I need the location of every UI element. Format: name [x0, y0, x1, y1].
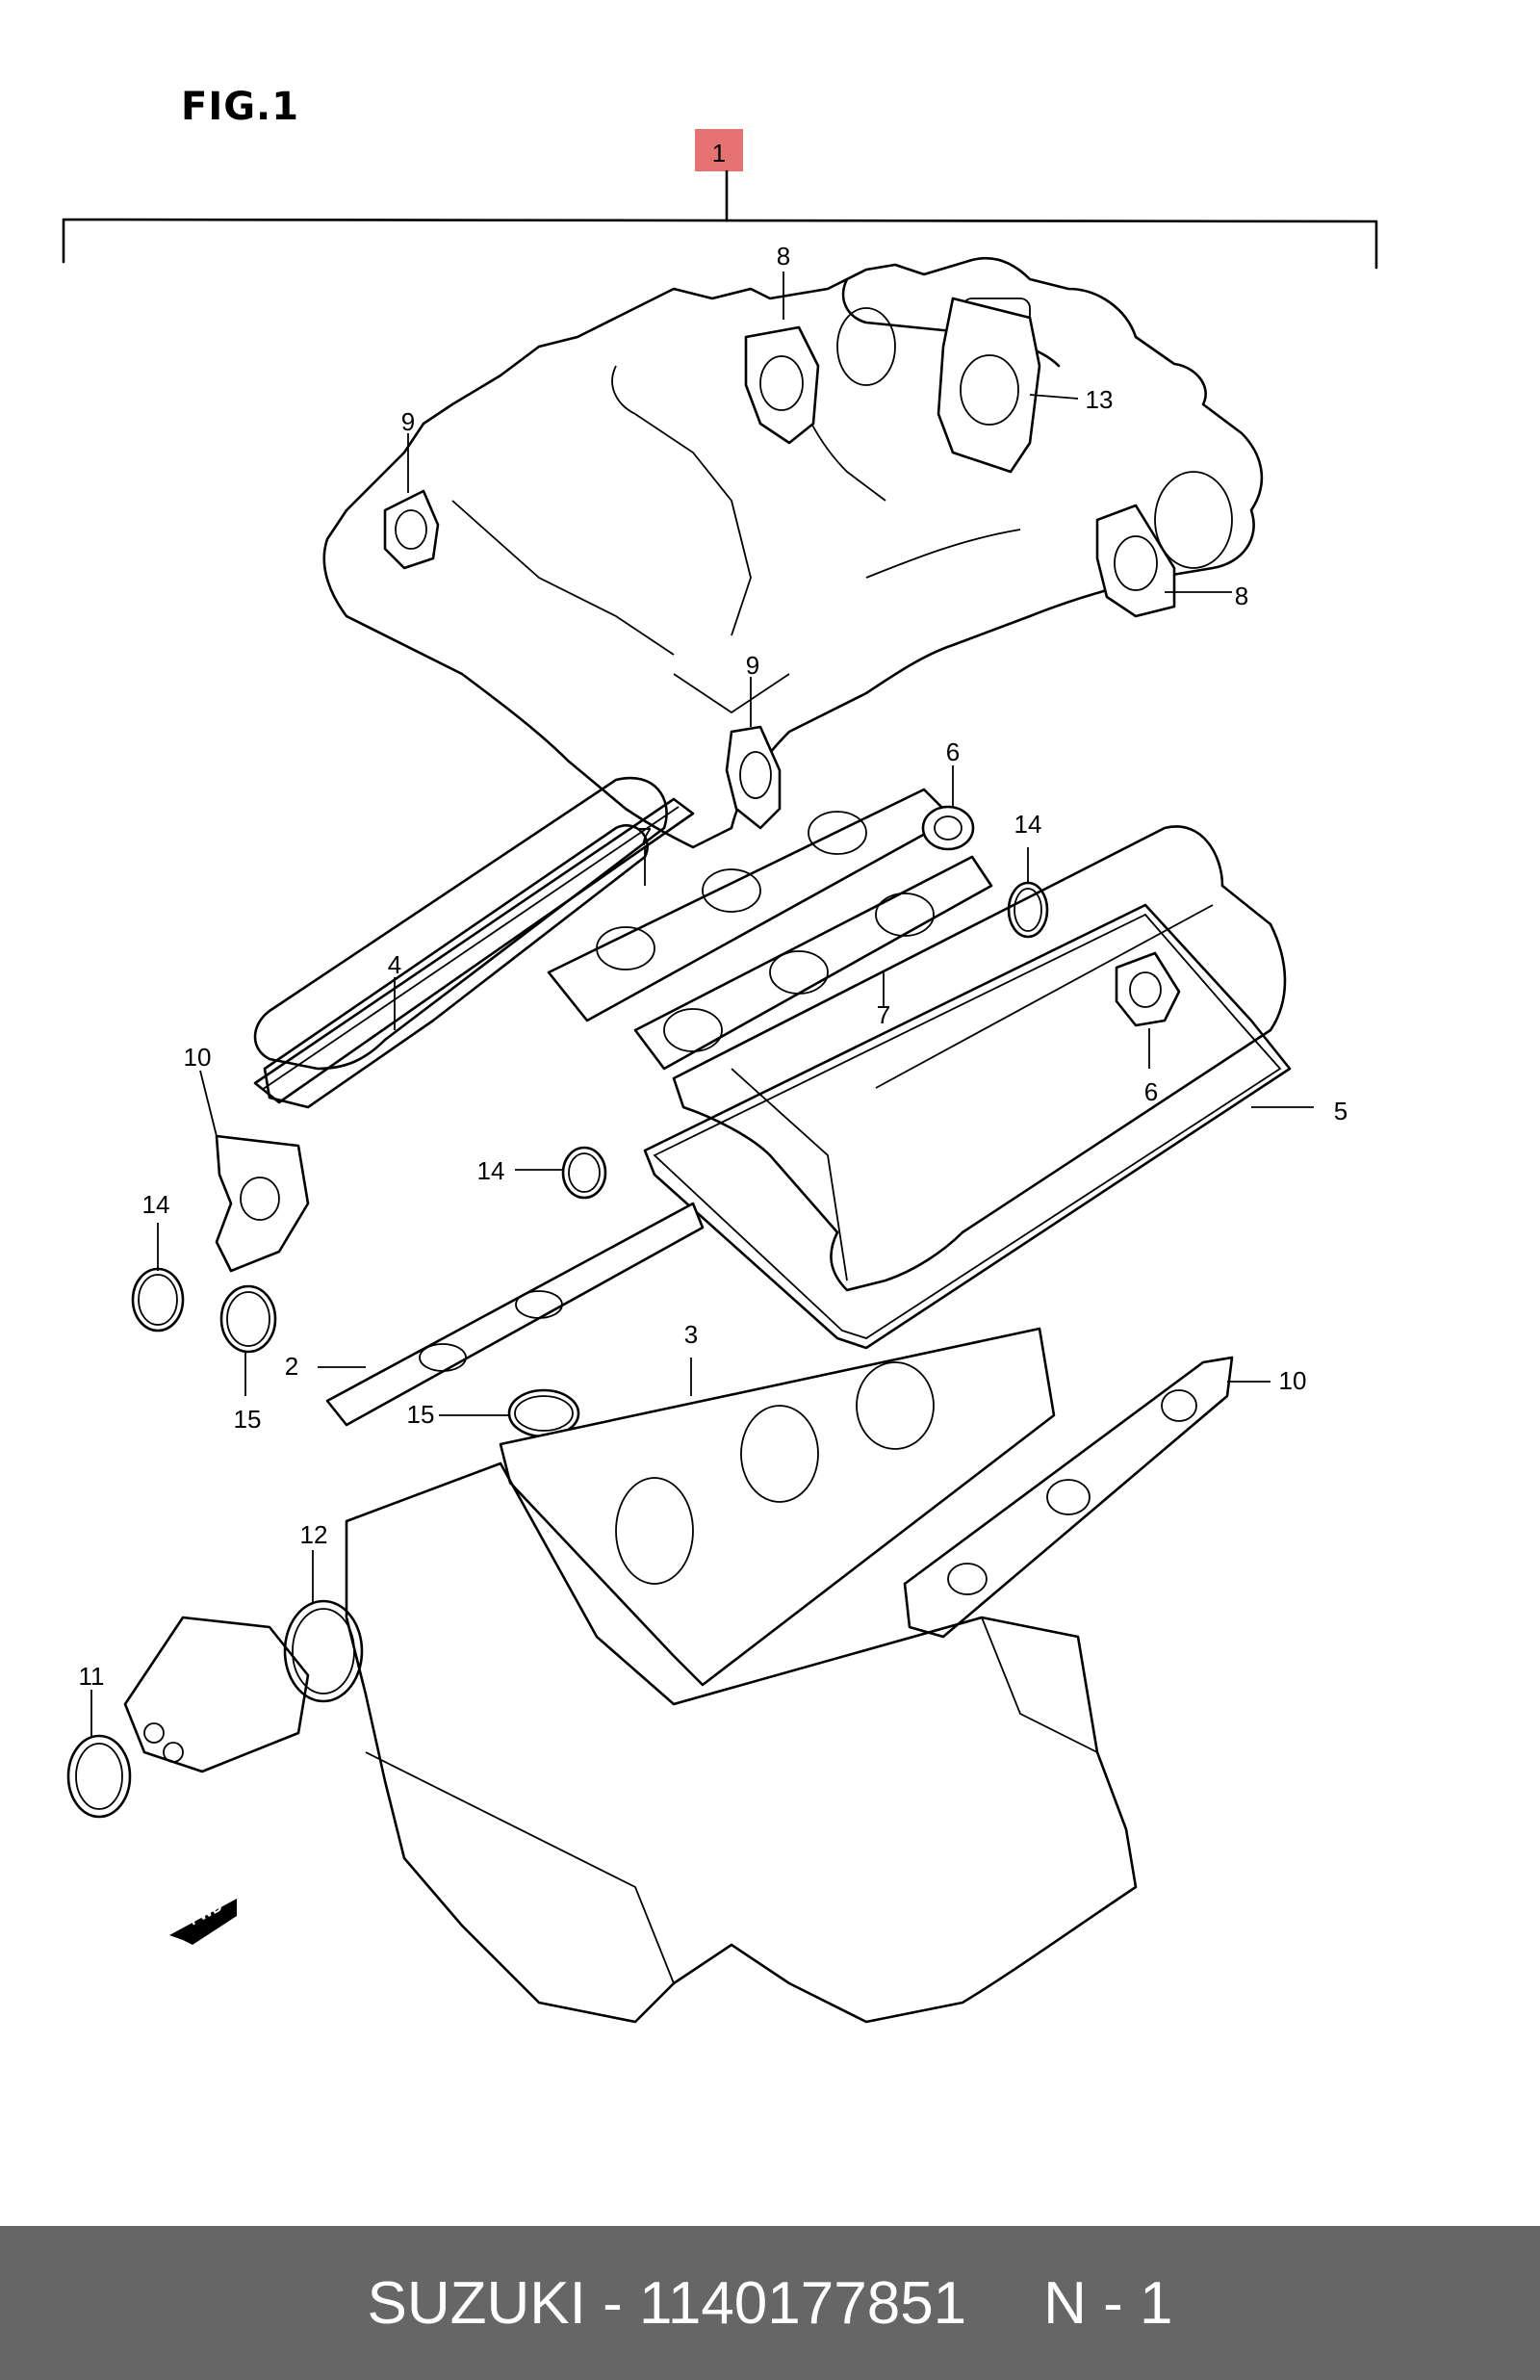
callout-15-center: 15 [407, 1400, 435, 1429]
fwd-arrow-icon: FWD [169, 1898, 237, 1945]
engine-block [345, 1462, 1138, 2024]
cylinder-head-cover-left [253, 776, 668, 1109]
gasket-8-right [1095, 504, 1176, 618]
part-number-footer: SUZUKI - 1140177851 N - 1 [0, 2226, 1540, 2380]
kit-callout-highlight [695, 129, 743, 171]
gasket-5 [643, 903, 1292, 1350]
gasket-3-head [499, 1327, 1056, 1687]
callout-11: 11 [79, 1662, 105, 1691]
gasket-9-center [725, 725, 782, 830]
callout-9-center: 9 [746, 651, 759, 680]
page-number: N - 1 [1043, 2269, 1173, 2337]
o-ring-14-middle [561, 1146, 607, 1200]
gasket-9-left [383, 489, 440, 570]
callout-3: 3 [684, 1320, 698, 1349]
gasket-6-lower [1115, 951, 1181, 1027]
gasket-6-upper [921, 805, 975, 851]
callout-5: 5 [1334, 1097, 1348, 1125]
brand-separator: - [603, 2269, 623, 2337]
gasket-8-upper [744, 325, 820, 445]
callout-14-left: 14 [142, 1190, 170, 1219]
callout-9-left: 9 [401, 407, 415, 436]
kit-bracket [62, 129, 1378, 270]
callout-14-middle: 14 [477, 1156, 505, 1185]
cylinder-head-cover-right [672, 825, 1287, 1292]
callout-8-right: 8 [1235, 582, 1248, 610]
callout-6-lower: 6 [1144, 1077, 1158, 1106]
o-ring-14-upper [1007, 881, 1049, 939]
callout-8-upper: 8 [777, 242, 790, 271]
callouts: 1 8 13 8 9 9 6 14 7 4 10 7 6 5 14 14 3 2… [79, 139, 1348, 1691]
callout-7-upper: 7 [638, 822, 652, 851]
o-ring-12 [283, 1599, 364, 1703]
o-ring-11 [66, 1734, 132, 1819]
callout-10-left: 10 [184, 1043, 212, 1072]
gasket-kit-exploded-diagram: FWD 1 8 13 8 9 9 6 14 7 4 [62, 129, 1378, 2024]
water-pump [123, 1616, 310, 1773]
callout-15-left: 15 [234, 1405, 262, 1434]
o-ring-14-left [131, 1267, 185, 1332]
part-number: 1140177851 [638, 2269, 967, 2337]
gasket-4 [253, 797, 695, 1104]
gasket-10-left [215, 1134, 310, 1273]
callout-14-upper: 14 [1014, 810, 1042, 839]
gasket-10-right [903, 1356, 1234, 1639]
callout-12: 12 [300, 1520, 328, 1549]
figure-title: FIG.1 [181, 85, 300, 129]
gasket-7-right [633, 855, 993, 1071]
brand-name: SUZUKI [367, 2269, 586, 2337]
callout-1: 1 [712, 139, 726, 168]
callout-6-upper: 6 [946, 737, 960, 766]
o-ring-15-left [219, 1284, 277, 1354]
callout-4: 4 [388, 950, 401, 979]
callout-2: 2 [285, 1352, 298, 1381]
leader-lines [90, 272, 1314, 1736]
callout-10-right: 10 [1279, 1366, 1307, 1395]
gasket-13 [937, 297, 1041, 474]
gasket-2 [325, 1202, 705, 1427]
callout-7-lower: 7 [877, 1000, 890, 1029]
callout-13: 13 [1086, 385, 1114, 414]
